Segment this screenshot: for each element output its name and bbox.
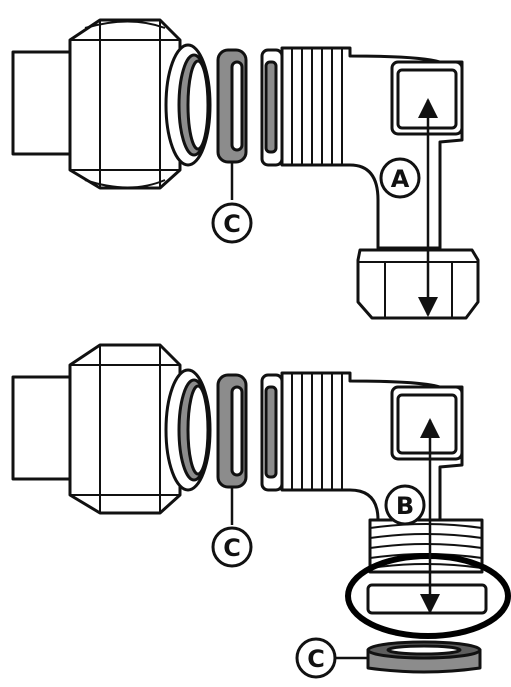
label-c-top: C: [223, 210, 241, 238]
bottom-assembly: [11, 343, 511, 674]
top-elbow-body: [260, 46, 464, 250]
label-c-mid: C: [223, 534, 241, 562]
bottom-union-nut: [68, 343, 212, 515]
label-c-bottom-callout: C: [295, 637, 337, 679]
top-lower-nut: [356, 248, 480, 320]
top-pipe-stub: [11, 50, 80, 156]
top-union-nut: [68, 18, 212, 190]
label-c-top-callout: C: [211, 202, 253, 244]
bottom-washer: [216, 373, 248, 489]
label-b: B: [396, 492, 414, 520]
top-assembly: [11, 18, 480, 320]
label-c-bottom: C: [307, 645, 325, 673]
bottom-elbow-body: [260, 371, 488, 615]
label-c-mid-callout: C: [211, 526, 253, 568]
top-washer: [216, 48, 248, 164]
bottom-separate-washer: [366, 640, 482, 674]
label-a: A: [391, 165, 410, 193]
bottom-pipe-stub: [11, 375, 80, 481]
label-b-callout: B: [384, 484, 426, 526]
label-a-callout: A: [379, 157, 421, 199]
